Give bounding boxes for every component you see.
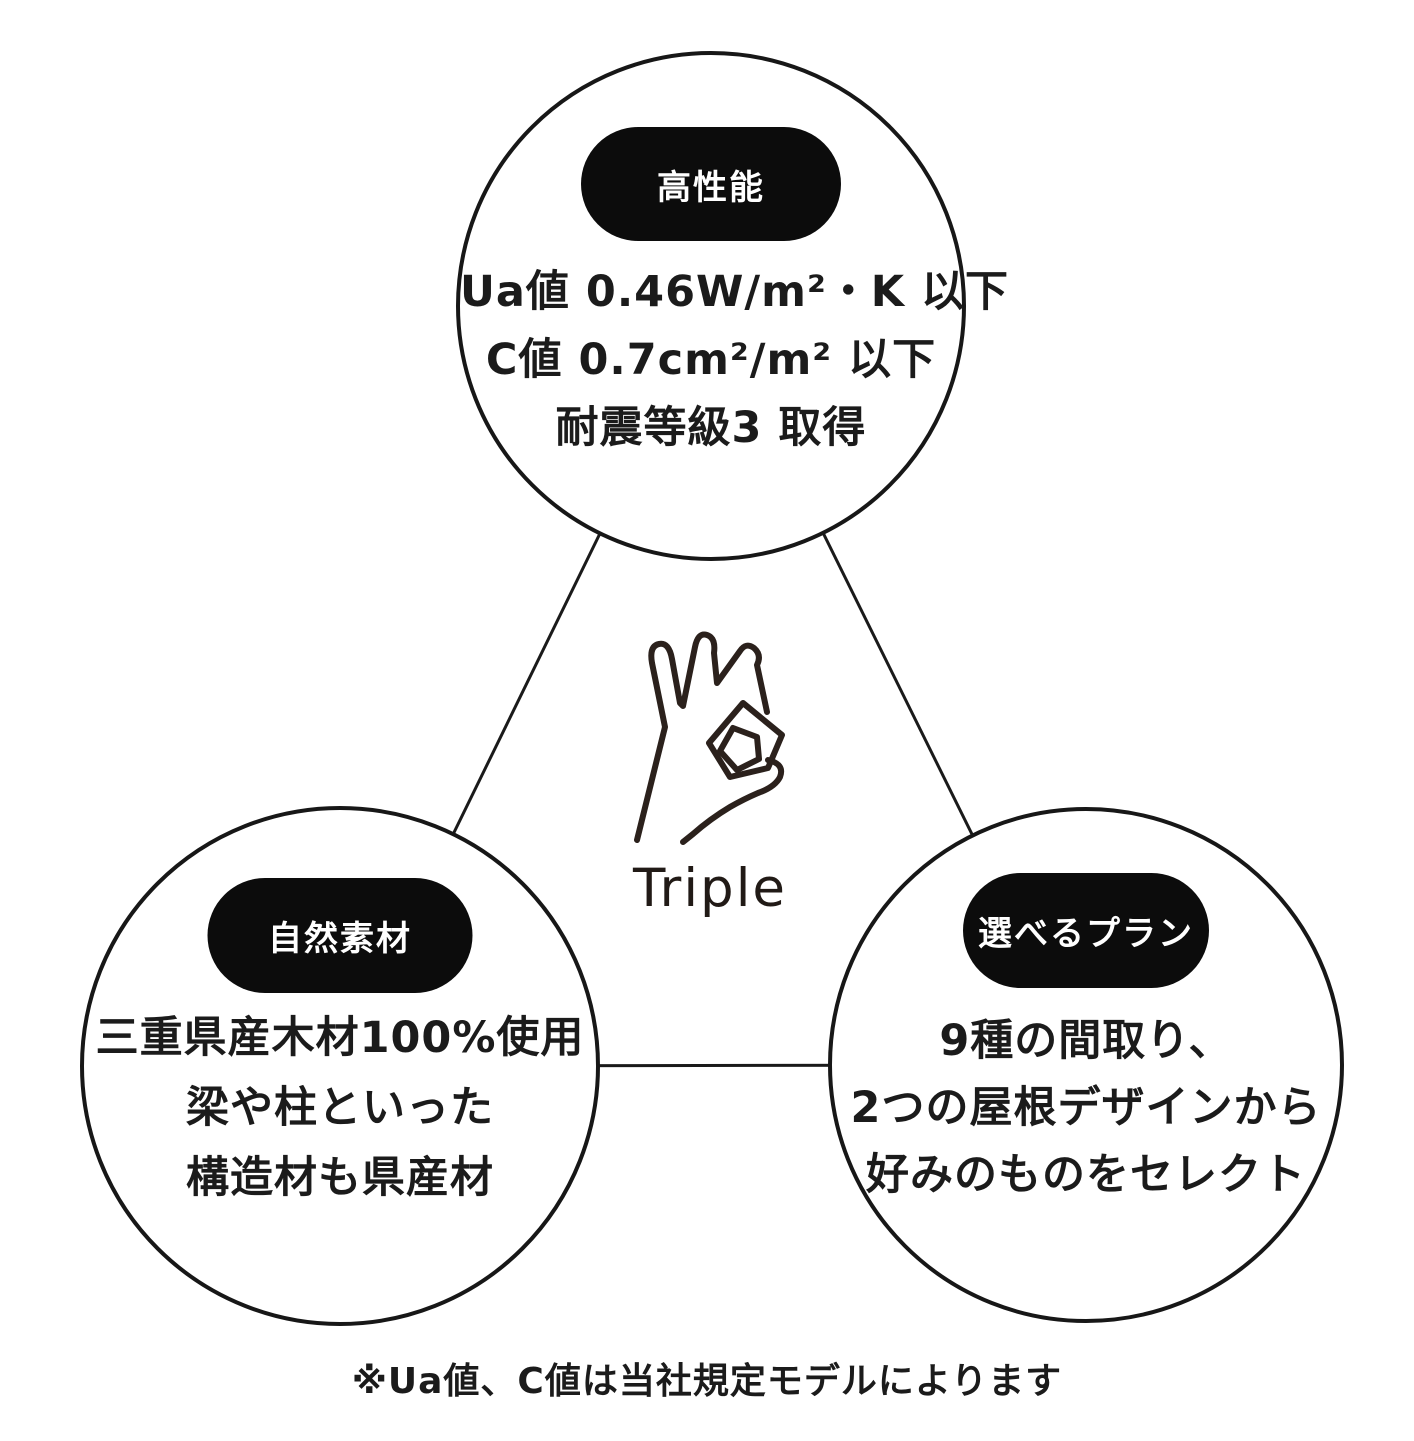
spec-line: 梁や柱といった xyxy=(186,1083,494,1133)
spec-line: 耐震等級3 取得 xyxy=(555,403,867,453)
spec-line: 好みのものをセレクト xyxy=(866,1150,1306,1200)
selectable-plans-badge: 選べるプラン xyxy=(963,873,1209,988)
high-performance-specs: Ua値 0.46W/m²・K 以下 C値 0.7cm²/m² 以下 耐震等級3 … xyxy=(460,258,1010,462)
feature-circle-natural-materials: 自然素材 三重県産木材100%使用 梁や柱といった 構造材も県産材 xyxy=(80,806,600,1326)
selectable-plans-specs: 9種の間取り、 2つの屋根デザインから 好みのものをセレクト xyxy=(832,1008,1340,1209)
spec-line: 三重県産木材100%使用 xyxy=(95,1013,585,1063)
badge-label: 選べるプラン xyxy=(978,914,1194,954)
spec-line: 構造材も県産材 xyxy=(186,1153,494,1203)
natural-materials-specs: 三重県産木材100%使用 梁や柱といった 構造材も県産材 xyxy=(84,1003,596,1213)
feature-circle-selectable-plans: 選べるプラン 9種の間取り、 2つの屋根デザインから 好みのものをセレクト xyxy=(828,807,1344,1323)
natural-materials-badge: 自然素材 xyxy=(207,878,473,993)
spec-line: 9種の間取り、 xyxy=(939,1016,1233,1066)
badge-label: 高性能 xyxy=(657,167,765,208)
feature-circle-high-performance: 高性能 Ua値 0.46W/m²・K 以下 C値 0.7cm²/m² 以下 耐震… xyxy=(456,51,1010,561)
triple-logo: Triple xyxy=(580,610,840,920)
spec-line: 2つの屋根デザインから xyxy=(850,1083,1322,1133)
spec-line: Ua値 0.46W/m²・K 以下 xyxy=(460,267,1010,317)
footnote: ※Ua値、C値は当社規定モデルによります xyxy=(351,1361,1063,1402)
ok-hand-icon xyxy=(634,631,785,845)
high-performance-badge: 高性能 xyxy=(581,127,841,241)
spec-line: C値 0.7cm²/m² 以下 xyxy=(485,335,937,385)
triple-logo-text: Triple xyxy=(632,858,788,919)
badge-label: 自然素材 xyxy=(268,919,412,959)
